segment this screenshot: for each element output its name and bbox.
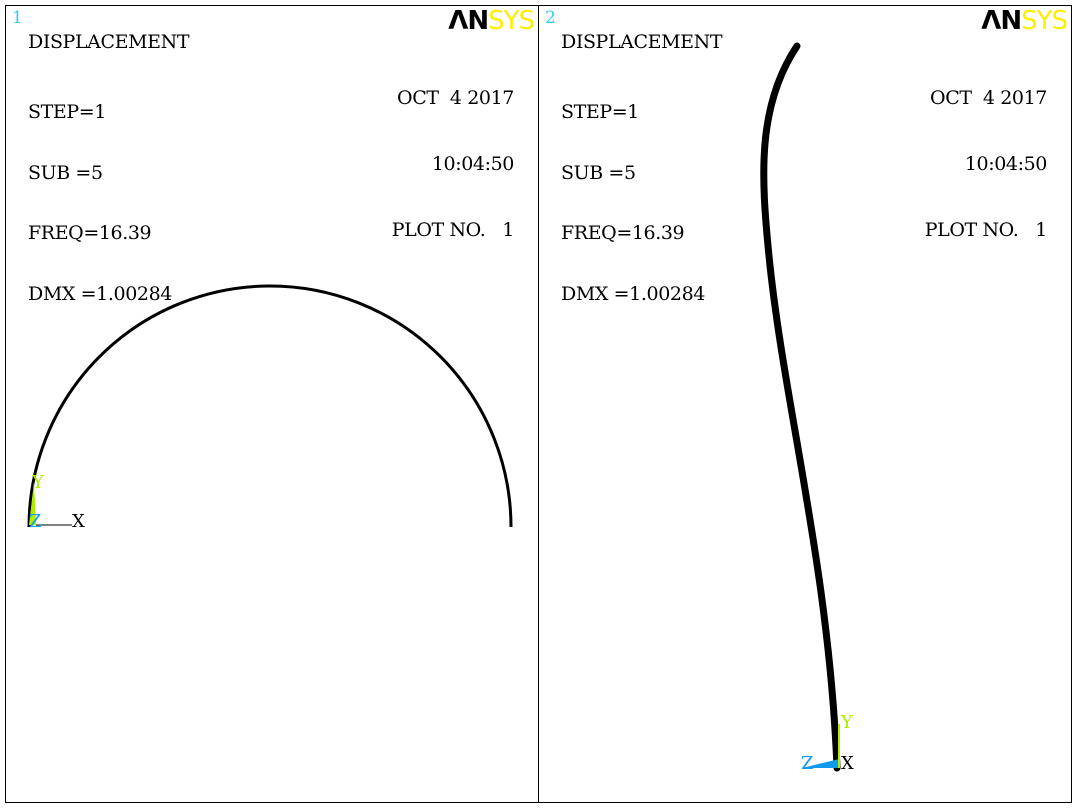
- info-freq: FREQ=16.39: [28, 222, 152, 244]
- triad-y-label: Y: [840, 712, 854, 733]
- logo-sys: SYS: [488, 6, 535, 36]
- plot-number: PLOT NO. 1: [924, 219, 1048, 241]
- viewport-1[interactable]: 1 ΛNSYS DISPLACEMENT STEP=1 SUB =5 FREQ=…: [5, 5, 539, 803]
- timestamp-block: OCT 4 2017 10:04:50 PLOT NO. 1: [924, 43, 1048, 285]
- axis-triad: Y Z X: [29, 472, 85, 532]
- result-info: STEP=1 SUB =5 FREQ=16.39 DMX =1.00284: [28, 62, 172, 344]
- deformed-shape-plot: Y Z X: [27, 284, 513, 532]
- triad-z-arrow: [802, 759, 839, 768]
- info-freq: FREQ=16.39: [561, 222, 685, 244]
- time-text: 10:04:50: [964, 153, 1048, 175]
- window-number: 2: [545, 8, 556, 28]
- date-text: OCT 4 2017: [397, 87, 514, 109]
- logo-an: ΛN: [448, 6, 489, 36]
- triad-y-arrow: [29, 482, 36, 525]
- info-step: STEP=1: [561, 101, 639, 123]
- time-text: 10:04:50: [431, 153, 515, 175]
- info-dmx: DMX =1.00284: [561, 282, 705, 305]
- result-info: STEP=1 SUB =5 FREQ=16.39 DMX =1.00284: [561, 62, 705, 344]
- window-number: 1: [12, 8, 23, 28]
- deformed-arch: [27, 284, 513, 528]
- info-sub: SUB =5: [561, 161, 636, 184]
- deformed-beam: [760, 42, 841, 772]
- triad-x-label: X: [72, 511, 85, 532]
- logo-sys: SYS: [1021, 6, 1068, 36]
- ansys-logo: ΛNSYS: [981, 6, 1068, 36]
- info-sub: SUB =5: [28, 161, 103, 184]
- triad-z-label: Z: [801, 753, 814, 774]
- axis-triad: Y Z X: [801, 712, 854, 774]
- triad-x-label: X: [841, 753, 854, 774]
- logo-an: ΛN: [981, 6, 1022, 36]
- info-step: STEP=1: [28, 101, 106, 123]
- triad-z-label: Z: [29, 511, 42, 532]
- info-dmx: DMX =1.00284: [28, 282, 172, 305]
- result-title: DISPLACEMENT: [28, 31, 190, 53]
- triad-y-label: Y: [31, 472, 45, 493]
- result-title: DISPLACEMENT: [561, 31, 723, 53]
- ansys-logo: ΛNSYS: [448, 6, 535, 36]
- plot-number: PLOT NO. 1: [391, 219, 515, 241]
- date-text: OCT 4 2017: [930, 87, 1047, 109]
- deformed-shape-plot: Y Z X: [760, 42, 854, 774]
- timestamp-block: OCT 4 2017 10:04:50 PLOT NO. 1: [391, 43, 515, 285]
- viewport-2[interactable]: 2 ΛNSYS DISPLACEMENT STEP=1 SUB =5 FREQ=…: [538, 5, 1072, 803]
